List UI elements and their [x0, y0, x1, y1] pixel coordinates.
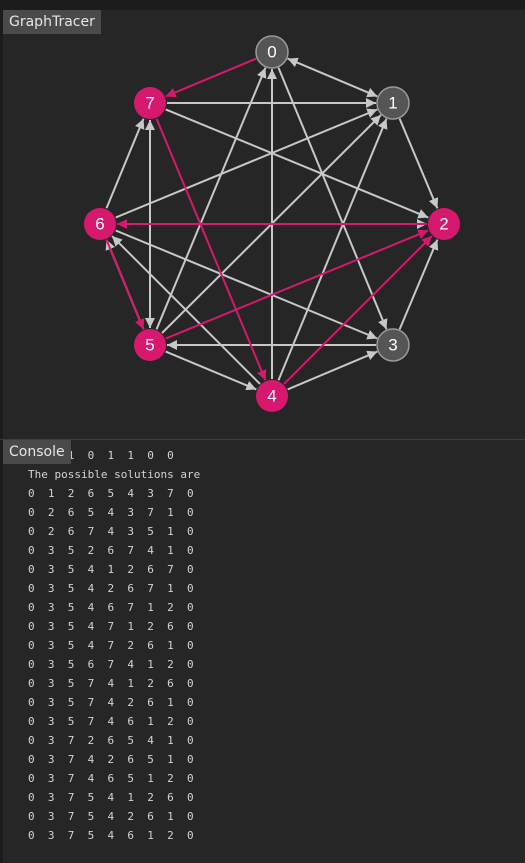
graph-edge-3-2	[398, 239, 439, 330]
graph-edge-4-1	[277, 118, 388, 381]
graph-node-circle	[376, 86, 410, 120]
console-line: 0 1 2 6 5 4 3 7 0	[28, 487, 194, 500]
graph-node-2[interactable]: 2	[428, 208, 460, 240]
console-line: 0 3 7 5 4 6 1 2 0	[28, 829, 194, 842]
highlighted-edge-6-5	[105, 239, 145, 330]
graph-node-circle	[428, 208, 460, 240]
graph-edge-6-1	[115, 108, 378, 219]
graph-edge-1-2	[398, 118, 439, 209]
console-line: 0 3 5 7 4 6 1 2 0	[28, 715, 194, 728]
graph-edge-6-7	[105, 118, 145, 209]
console-line: 0 3 5 4 7 1 2 6 0	[28, 620, 194, 633]
graph-edge-5-4	[165, 350, 257, 391]
graph-node-label: 5	[145, 336, 154, 355]
console-line: The possible solutions are	[28, 468, 201, 481]
highlighted-edge-5-2	[165, 229, 429, 340]
graph-node-label: 1	[388, 94, 397, 113]
console-title: Console	[3, 440, 71, 464]
console-line: 0 3 5 2 6 7 4 1 0	[28, 544, 194, 557]
graph-node-label: 6	[95, 215, 104, 234]
highlighted-edge-4-2	[283, 235, 433, 385]
graph-node-5[interactable]: 5	[134, 329, 166, 361]
graph-node-label: 3	[388, 336, 397, 355]
console-line: 0 2 6 5 4 3 7 1 0	[28, 506, 194, 519]
graph-edge-7-2	[165, 108, 429, 219]
console-line: 0 3 7 5 4 1 2 6 0	[28, 791, 194, 804]
graph-node-label: 7	[145, 94, 154, 113]
panel-divider[interactable]	[0, 439, 525, 440]
console-line: 0 3 5 4 1 2 6 7 0	[28, 563, 194, 576]
graph-node-4[interactable]: 4	[256, 380, 288, 412]
graph-node-0[interactable]: 0	[255, 35, 289, 69]
graph-node-label: 0	[267, 43, 276, 62]
console-line: 0 3 5 7 4 1 2 6 0	[28, 677, 194, 690]
graph-edge-0-1	[287, 57, 378, 98]
graph-node-circle	[255, 35, 289, 69]
graph-edge-0-3	[277, 67, 388, 330]
graph-node-7[interactable]: 7	[134, 87, 166, 119]
graph-node-label: 4	[267, 387, 276, 406]
graph-node-circle	[134, 329, 166, 361]
console-line: 0 3 5 4 2 6 7 1 0	[28, 582, 194, 595]
graph-edge-4-6	[111, 235, 261, 385]
graph-edge-5-0	[155, 67, 267, 330]
highlighted-edge-7-4	[155, 118, 267, 381]
graph-edge-6-3	[115, 229, 378, 340]
graph-tracer-panel: GraphTracer 0 1 2 3 4 5 6 7	[3, 10, 525, 439]
graph-node-label: 2	[439, 215, 448, 234]
graph-node-6[interactable]: 6	[84, 208, 116, 240]
graph-edge-4-3	[287, 350, 378, 391]
console-line: 0 3 7 4 2 6 5 1 0	[28, 753, 194, 766]
console-line: 0 3 7 5 4 2 6 1 0	[28, 810, 194, 823]
console-line: 0 3 5 4 6 7 1 2 0	[28, 601, 194, 614]
console-line: 0 3 5 7 4 2 6 1 0	[28, 696, 194, 709]
console-line: 0 2 6 7 4 3 5 1 0	[28, 525, 194, 538]
graph-node-circle	[84, 208, 116, 240]
console-line: 0 3 5 6 7 4 1 2 0	[28, 658, 194, 671]
graph-node-3[interactable]: 3	[376, 328, 410, 362]
graph-node-circle	[256, 380, 288, 412]
graph-node-1[interactable]: 1	[376, 86, 410, 120]
graph-node-circle	[134, 87, 166, 119]
graph-canvas: 0 1 2 3 4 5 6 7	[84, 35, 460, 412]
highlighted-edge-0-7	[165, 57, 257, 98]
console-line: 0 3 7 2 6 5 4 1 0	[28, 734, 194, 747]
graph-node-circle	[376, 328, 410, 362]
console-line: 0 3 7 4 6 5 1 2 0	[28, 772, 194, 785]
graph-tracer-title: GraphTracer	[3, 10, 101, 34]
console-line: 0 3 5 4 7 2 6 1 0	[28, 639, 194, 652]
